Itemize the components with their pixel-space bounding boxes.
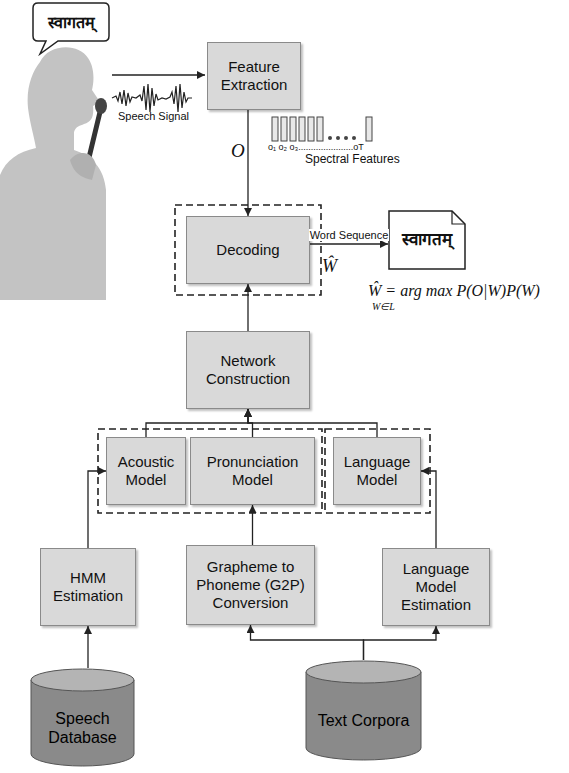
connector-arrow: [248, 409, 377, 437]
node-text: Grapheme to Phoneme (G2P) Conversion: [187, 554, 314, 616]
database-cylinder: Text Corpora: [305, 660, 422, 760]
node-text: Decoding: [210, 237, 285, 263]
node-text: Language Model: [334, 449, 420, 493]
node-text: Text Corpora: [312, 707, 416, 734]
process-box: Feature Extraction: [207, 42, 301, 110]
process-box: Language Model Estimation: [382, 548, 490, 626]
microphone: [70, 98, 107, 180]
symbol-label: Ŵ: [322, 256, 337, 277]
connector-arrow: [251, 625, 364, 660]
node-text: Feature Extraction: [208, 54, 300, 98]
speech-arrow: [112, 74, 205, 75]
dashed-frames: [98, 205, 430, 513]
formula-subscript: W∈L: [372, 301, 395, 312]
model-box: Pronunciation Model: [190, 437, 315, 505]
connector-arrow: [252, 505, 253, 545]
process-box: HMM Estimation: [40, 548, 136, 626]
symbol-label: O: [231, 140, 245, 162]
model-box: Acoustic Model: [106, 437, 186, 505]
database-cylinder-outline: [305, 660, 422, 760]
signal-label: Speech Signal: [118, 110, 189, 122]
connector-arrow: [421, 471, 436, 548]
speech-bubble: स्वागतम्: [32, 2, 110, 42]
process-box: Grapheme to Phoneme (G2P) Conversion: [186, 545, 315, 625]
edge-label: Word Sequence: [309, 229, 390, 241]
feature-vector-label: o₁ o₂ o₃......................oT: [268, 142, 364, 152]
connector-arrow: [247, 284, 248, 331]
database-cylinder: Speech Database: [30, 668, 135, 766]
connector-arrow: [247, 110, 248, 216]
spectral-bars: [272, 117, 372, 141]
process-box: Network Construction: [186, 331, 310, 409]
ellipsis-dots: [328, 136, 356, 140]
connector-arrow: [364, 626, 437, 660]
node-text: Language Model Estimation: [383, 556, 489, 618]
node-text: स्वागतम्: [42, 9, 101, 34]
connector-arrow: [87, 626, 88, 668]
node-text: HMM Estimation: [41, 565, 135, 609]
node-text: स्वागतम्: [396, 226, 458, 254]
node-text: Network Construction: [187, 348, 309, 392]
connector-arrow: [310, 243, 388, 244]
node-text: Acoustic Model: [107, 449, 185, 493]
speech-waveform: [112, 84, 192, 112]
connector-arrow: [88, 471, 106, 548]
node-text: Speech Database: [30, 705, 135, 751]
connector-arrow: [146, 409, 248, 437]
formula-label: Ŵ = arg max P(O|W)P(W): [368, 282, 540, 300]
output-document: स्वागतम्: [388, 210, 466, 270]
node-text: Pronunciation Model: [191, 449, 314, 493]
process-box: Decoding: [186, 216, 310, 284]
speaker-silhouette: [0, 47, 106, 300]
model-box: Language Model: [333, 437, 421, 505]
features-label: Spectral Features: [305, 152, 400, 166]
